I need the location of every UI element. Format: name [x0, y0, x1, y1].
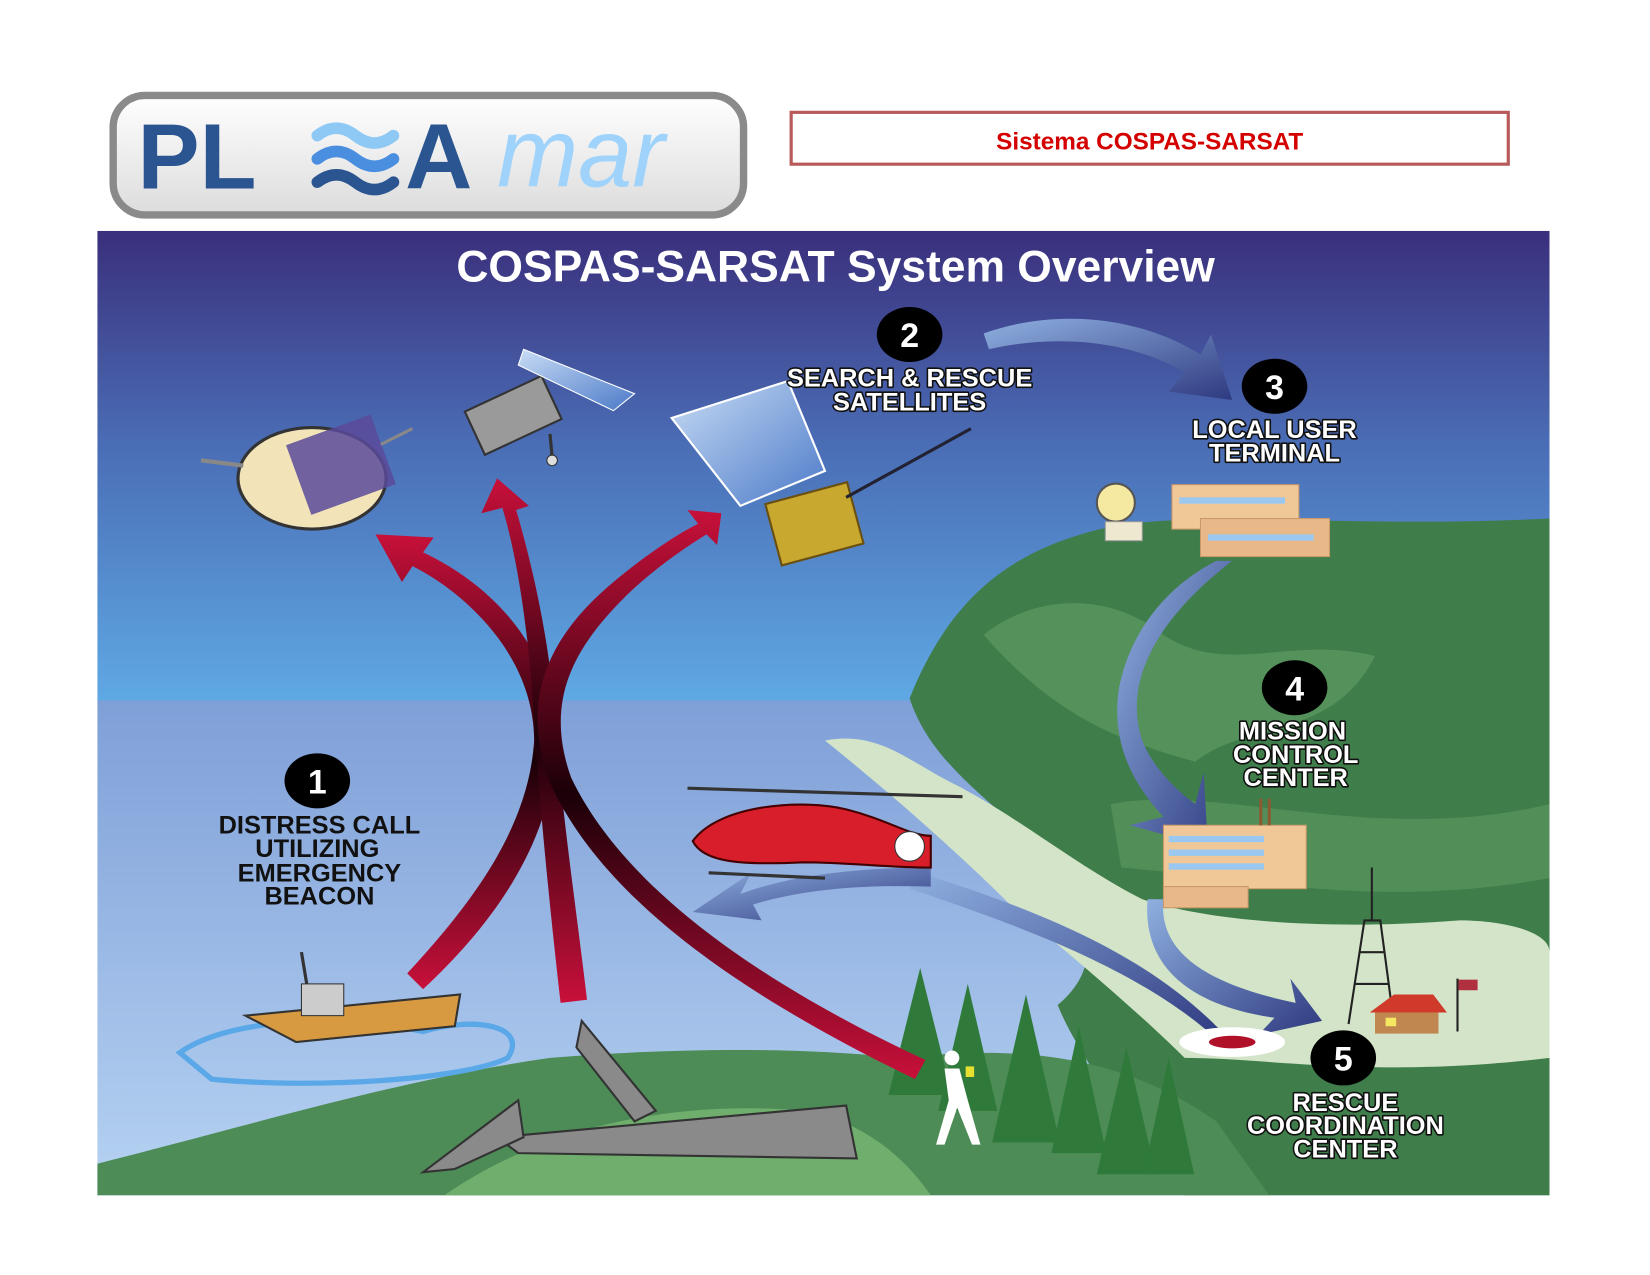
logo-text-pl: PL — [138, 105, 257, 209]
step-label-line: BEACON — [264, 883, 374, 911]
step-label-line: CENTER — [1244, 764, 1348, 792]
mission-control-center-building — [1162, 798, 1307, 909]
step-badge — [1241, 358, 1308, 414]
step-badge — [1310, 1030, 1377, 1086]
arrow-rcc-to-beacon — [909, 872, 1227, 1037]
step-badge — [284, 753, 351, 809]
ship-icon — [175, 951, 516, 1086]
step-label-line: EMERGENCY — [238, 859, 402, 887]
satellite-icon — [200, 414, 414, 531]
arrow-satellite-to-lut — [983, 318, 1233, 401]
satellite-icon — [463, 348, 636, 467]
system-overview-diagram: COSPAS-SARSAT System Overview 1 DISTRESS… — [97, 230, 1550, 1196]
arrow-to-helicopter — [692, 867, 931, 921]
step-label-line: RESCUE — [1293, 1089, 1399, 1117]
helicopter-icon — [687, 786, 963, 880]
step-label-line: DISTRESS CALL — [219, 812, 421, 840]
step-label-line: TERMINAL — [1209, 439, 1340, 467]
step-label-line: SEARCH & RESCUE — [787, 364, 1032, 392]
step-badge — [1261, 660, 1328, 716]
step-number: 5 — [1334, 1041, 1353, 1079]
satellite-icon — [669, 379, 972, 567]
step-2-satellites: 2 SEARCH & RESCUE SATELLITES — [785, 306, 1034, 418]
distress-signal-arrows — [375, 478, 926, 1080]
radio-tower-icon — [1347, 867, 1396, 1025]
step-label-line: COORDINATION — [1247, 1112, 1444, 1140]
step-label-line: MISSION — [1239, 718, 1346, 746]
header-title: Sistema COSPAS-SARSAT — [996, 128, 1303, 155]
rescue-coordination-house — [1369, 978, 1478, 1034]
logo-waves-icon — [311, 122, 400, 196]
person-with-beacon-icon — [936, 1050, 981, 1145]
diagram-title: COSPAS-SARSAT System Overview — [456, 243, 1215, 292]
data-flow-arrows — [692, 318, 1323, 1037]
step-4-mission-control-center: 4 MISSION CONTROL CENTER — [1231, 660, 1360, 794]
logo-text-mar: mar — [497, 98, 668, 207]
step-number: 1 — [308, 764, 327, 802]
local-user-terminal-building — [1095, 482, 1331, 558]
step-label-line: UTILIZING — [255, 835, 379, 863]
step-number: 4 — [1285, 670, 1304, 708]
step-number: 2 — [900, 317, 919, 355]
step-1-distress-call: 1 DISTRESS CALL UTILIZING EMERGENCY BEAC… — [219, 753, 421, 911]
beacon-target — [1179, 1027, 1286, 1057]
crashed-plane-icon — [419, 1018, 859, 1174]
beach — [825, 738, 1550, 1068]
pleamar-logo: PL A mar — [109, 91, 748, 219]
step-number: 3 — [1265, 369, 1284, 407]
header-title-box: Sistema COSPAS-SARSAT — [789, 110, 1510, 166]
arrow-lut-to-mcc — [1117, 560, 1233, 847]
step-5-rescue-coordination-center: 5 RESCUE COORDINATION CENTER — [1245, 1030, 1445, 1165]
step-badge — [876, 306, 943, 362]
step-label-line: LOCAL USER — [1192, 416, 1356, 444]
arrow-mcc-to-rcc — [1147, 899, 1323, 1035]
logo-text-a: A — [405, 105, 472, 209]
step-label-line: CONTROL — [1233, 741, 1358, 769]
step-label-line: SATELLITES — [833, 389, 986, 417]
step-3-local-user-terminal: 3 LOCAL USER TERMINAL — [1191, 358, 1358, 469]
step-label-line: CENTER — [1293, 1135, 1397, 1163]
